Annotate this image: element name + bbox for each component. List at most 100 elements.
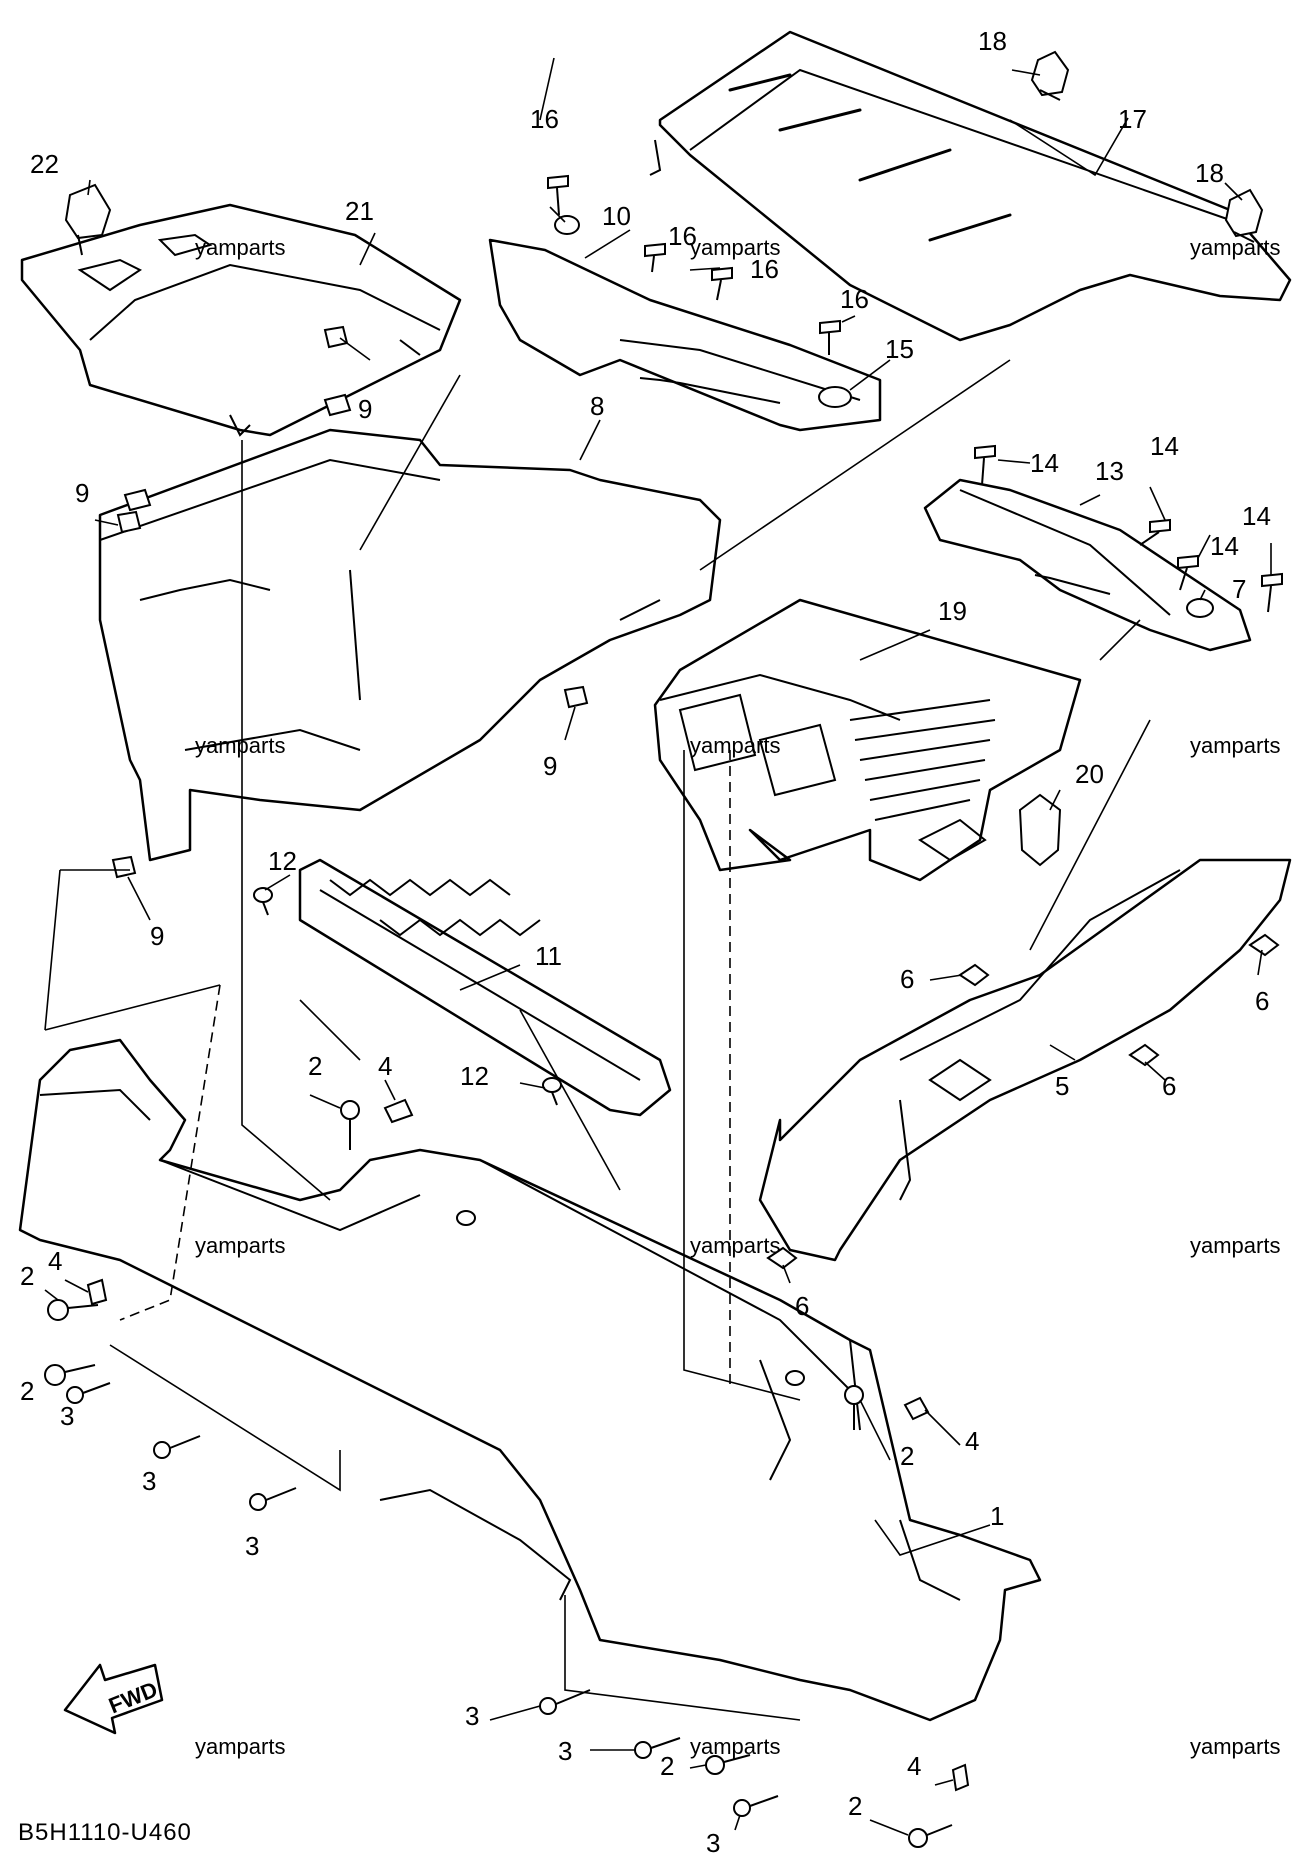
part-6-clip-d <box>766 1246 798 1270</box>
watermark: yamparts <box>1190 1233 1280 1258</box>
callout-6: 6 <box>795 1291 809 1321</box>
part-16-screw-c <box>711 266 733 301</box>
watermark: yamparts <box>195 235 285 260</box>
part-13-bracket <box>923 478 1252 652</box>
callout-5: 5 <box>1055 1071 1069 1101</box>
reference-lines <box>44 359 1151 1721</box>
part-21-left-cover <box>20 203 462 437</box>
callout-3: 3 <box>142 1466 156 1496</box>
callout-12: 12 <box>268 846 297 876</box>
watermark: yamparts <box>1190 1734 1280 1759</box>
part-2-bolt-c <box>44 1364 96 1386</box>
part-16-screw-b <box>644 242 666 273</box>
callout-7: 7 <box>1232 574 1246 604</box>
callout-4: 4 <box>965 1426 979 1456</box>
part-4-clip-b <box>86 1278 108 1306</box>
part-3-rivet-b <box>153 1435 201 1459</box>
part-14-bolt-d <box>1261 572 1283 613</box>
watermark: yamparts <box>195 1734 285 1759</box>
part-10-nut <box>554 215 580 235</box>
part-2-bolt-b <box>47 1299 99 1321</box>
callout-9: 9 <box>150 921 164 951</box>
callout-4: 4 <box>48 1246 62 1276</box>
part-5-side-panel <box>758 858 1292 1262</box>
callout-2: 2 <box>20 1376 34 1406</box>
part-22-clip <box>64 183 112 256</box>
watermark: yamparts <box>1190 235 1280 260</box>
part-4-clip-d <box>951 1763 970 1792</box>
part-1-lower-fender <box>18 1038 1042 1722</box>
callout-8: 8 <box>590 391 604 421</box>
part-3-rivet-e <box>634 1737 681 1759</box>
part-3-rivet-a <box>66 1382 111 1404</box>
part-19-console <box>653 598 1082 882</box>
callout-14: 14 <box>1242 501 1271 531</box>
callout-3: 3 <box>558 1736 572 1766</box>
part-16-screw-a <box>547 174 569 216</box>
callout-21: 21 <box>345 196 374 226</box>
watermarks: yamparts yamparts yamparts yamparts yamp… <box>195 235 1280 1759</box>
part-4-clip-c <box>903 1396 930 1421</box>
part-20-clip <box>1018 793 1062 867</box>
callout-16: 16 <box>530 104 559 134</box>
watermark: yamparts <box>690 235 780 260</box>
part-18-clip-b <box>1224 188 1264 243</box>
part-6-clip-b <box>1248 933 1280 957</box>
part-9-nut-d <box>111 855 137 879</box>
callout-15: 15 <box>885 334 914 364</box>
part-3-rivet-d <box>539 1689 591 1715</box>
part-16-screw-d <box>819 319 841 355</box>
part-8-body-panel <box>98 393 722 862</box>
part-6-clip-a <box>958 963 990 987</box>
callout-3: 3 <box>245 1531 259 1561</box>
callout-10: 10 <box>602 201 631 231</box>
part-9-nut-c <box>563 685 589 709</box>
callout-4: 4 <box>378 1051 392 1081</box>
callout-17: 17 <box>1118 104 1147 134</box>
callouts: 1 2 2 2 2 2 2 3 3 3 3 3 3 4 4 4 4 5 6 6 … <box>20 26 1271 1858</box>
part-12-fastener-b <box>542 1077 562 1106</box>
callout-14: 14 <box>1030 448 1059 478</box>
part-18-clip-a <box>1030 50 1070 101</box>
callout-20: 20 <box>1075 759 1104 789</box>
watermark: yamparts <box>1190 733 1280 758</box>
part-2-bolt-d <box>844 1385 864 1430</box>
part-9-nut-b <box>323 325 349 349</box>
callout-14: 14 <box>1210 531 1239 561</box>
callout-6: 6 <box>1255 986 1269 1016</box>
callout-9: 9 <box>358 394 372 424</box>
callout-6: 6 <box>1162 1071 1176 1101</box>
part-14-bolt-a <box>974 444 996 486</box>
callout-3: 3 <box>706 1828 720 1858</box>
callout-2: 2 <box>308 1051 322 1081</box>
diagram-code: B5H1110-U460 <box>18 1819 192 1846</box>
part-11-grille <box>298 858 672 1117</box>
part-12-fastener-a <box>253 887 273 916</box>
callout-16: 16 <box>668 221 697 251</box>
callout-2: 2 <box>848 1791 862 1821</box>
part-3-rivet-c <box>249 1487 297 1511</box>
callout-18: 18 <box>1195 158 1224 188</box>
watermark: yamparts <box>690 1233 780 1258</box>
callout-14: 14 <box>1150 431 1179 461</box>
part-9-nut-a <box>116 510 142 534</box>
part-2-bolt-f <box>908 1824 953 1848</box>
part-3-rivet-f <box>733 1795 779 1817</box>
callout-16: 16 <box>840 284 869 314</box>
part-4-clip-a <box>383 1098 414 1124</box>
callout-3: 3 <box>465 1701 479 1731</box>
part-17-rear-cover <box>649 30 1292 342</box>
callout-3: 3 <box>60 1401 74 1431</box>
callout-9: 9 <box>75 478 89 508</box>
callout-9: 9 <box>543 751 557 781</box>
callout-2: 2 <box>660 1751 674 1781</box>
callout-2: 2 <box>900 1441 914 1471</box>
watermark: yamparts <box>690 1734 780 1759</box>
watermark: yamparts <box>195 733 285 758</box>
watermark: yamparts <box>690 733 780 758</box>
part-14-bolt-b <box>1139 518 1171 546</box>
part-bracket-upper <box>488 238 882 432</box>
fwd-arrow: FWD <box>63 1663 164 1735</box>
callout-11: 11 <box>535 941 562 971</box>
